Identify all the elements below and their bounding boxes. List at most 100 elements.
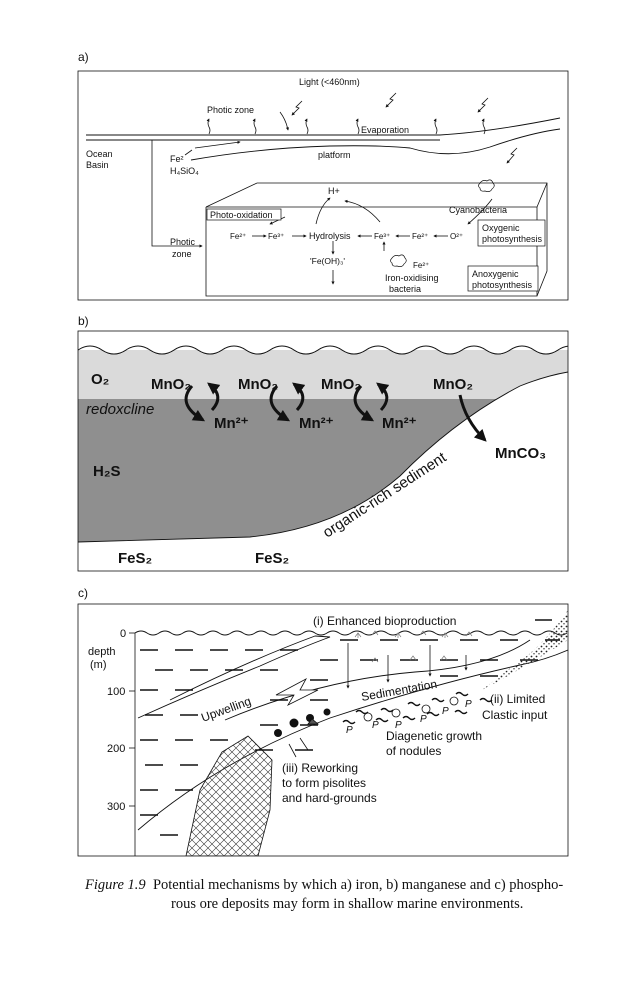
- anoxygenic-box: [467, 265, 539, 292]
- reworking-label-3: and hard-grounds: [282, 791, 377, 805]
- sedimentation-arrows: [346, 643, 468, 689]
- mnco3-label: MnCO₃: [495, 445, 546, 462]
- ocean-label: Ocean: [86, 149, 113, 159]
- p-symbol: P: [372, 720, 379, 731]
- oxygenic-label-1: Oxygenic: [482, 223, 520, 233]
- mno2-label-2: MnO₂: [238, 376, 278, 393]
- redoxcline-label: redoxcline: [86, 401, 154, 418]
- iron-bacteria-label-1: Iron-oxidising: [385, 273, 439, 283]
- photic-callout-line: [151, 140, 203, 248]
- fe2-left-label: Fe²⁺: [230, 232, 246, 241]
- reworking-lines: [288, 718, 320, 758]
- light-label: Light (<460nm): [299, 77, 360, 87]
- panel-c-label: c): [78, 586, 88, 600]
- upwelling-curve: [137, 635, 331, 719]
- hydrolysis-label: Hydrolysis: [309, 231, 351, 241]
- fes2-label-1: FeS₂: [118, 550, 152, 567]
- evaporation-label: Evaporation: [361, 125, 409, 135]
- clastic-wedge: [482, 610, 568, 690]
- cyanobacteria-blob-icon: [478, 179, 495, 193]
- figure-caption: Figure 1.9 Potential mechanisms by which…: [85, 876, 585, 914]
- o2-label: O₂: [91, 371, 109, 388]
- p-symbol: P: [346, 725, 353, 736]
- mn2-label-2: Mn²⁺: [299, 415, 334, 432]
- panel-c: c): [77, 586, 569, 857]
- h4sio4-label: H₄SiO₄: [170, 166, 199, 176]
- sedimentation-label: Sedimentation: [360, 677, 438, 704]
- photic-zone-label-2: zone: [172, 249, 192, 259]
- mno2-label-3: MnO₂: [321, 376, 361, 393]
- reworking-label-1: (iii) Reworking: [282, 761, 358, 775]
- fe2-label: Fe²: [170, 154, 184, 164]
- cyanobacteria-label: Cyanobacteria: [449, 205, 507, 215]
- diagenetic-label-2: of nodules: [386, 744, 441, 758]
- p-symbol: P: [442, 706, 449, 717]
- inflow-arrow: [194, 140, 241, 149]
- panel-c-frame: [77, 603, 569, 857]
- depth-tick: 100: [107, 686, 125, 698]
- sea-surface-c: [134, 630, 568, 636]
- bioproduction-label: (i) Enhanced bioproduction: [313, 614, 456, 628]
- p-symbol: P: [420, 714, 427, 725]
- mno2-label-4: MnO₂: [433, 376, 473, 393]
- panel-b-label: b): [78, 314, 89, 328]
- limited-label-1: (ii) Limited: [490, 692, 545, 706]
- o2-label: O²⁺: [450, 232, 463, 241]
- panel-a: a) Light (<460nm) Photic zone Evaporatio…: [77, 50, 569, 301]
- mno2-label-1: MnO₂: [151, 376, 191, 393]
- panel-a-frame: [77, 70, 569, 301]
- photo-oxidation-label: Photo-oxidation: [210, 210, 273, 220]
- light-bolts: [291, 92, 518, 164]
- fe3-right-label: Fe³⁺: [374, 232, 390, 241]
- depth-axis: 0 100 200 300 depth (m): [88, 628, 136, 856]
- fe2-right-label: Fe²⁺: [412, 232, 428, 241]
- caption-text: Potential mechanisms by which a) iron, b…: [152, 877, 564, 893]
- figure-number: Figure 1.9: [85, 877, 146, 893]
- seafloor: [78, 372, 568, 571]
- h2s-label: H₂S: [93, 463, 121, 480]
- phosphorus-tildes: [342, 691, 493, 725]
- manganese-cycles: [184, 382, 487, 442]
- hard-ground-block: [185, 735, 273, 856]
- limited-label-2: Clastic input: [482, 708, 548, 722]
- photic-zone-box: [205, 182, 548, 297]
- depth-tick: 0: [120, 628, 126, 640]
- plankton-marks: [354, 630, 473, 663]
- sea-surface: [86, 117, 561, 161]
- depth-unit-label: (m): [90, 659, 107, 671]
- mn2-label-3: Mn²⁺: [382, 415, 417, 432]
- fes2-label-2: FeS₂: [255, 550, 289, 567]
- diagenetic-label-1: Diagenetic growth: [386, 729, 482, 743]
- oxygenic-label-2: photosynthesis: [482, 234, 543, 244]
- mn2-label-1: Mn²⁺: [214, 415, 249, 432]
- p-symbol: P: [395, 720, 402, 731]
- platform-label: platform: [318, 150, 351, 160]
- fe3-left-label: Fe³⁺: [268, 232, 284, 241]
- upwelling-label: Upwelling: [199, 694, 253, 725]
- panel-b-frame: [77, 330, 569, 572]
- fe-oh3-label: 'Fe(OH)₃': [310, 256, 345, 266]
- basin-label: Basin: [86, 160, 109, 170]
- panel-b: b) O₂ redoxcline MnO₂ MnO₂ MnO₂ MnO₂ M: [77, 314, 569, 572]
- anoxygenic-label-2: photosynthesis: [472, 280, 533, 290]
- p-symbol: P: [465, 699, 472, 710]
- oxygenic-box: [477, 219, 546, 247]
- evaporation-arrows: [206, 111, 486, 135]
- fe2-bottom-label: Fe²⁺: [413, 261, 429, 270]
- upwelling-arrow: [275, 678, 319, 706]
- depth-tick: 300: [107, 801, 125, 813]
- h-plus-label: H+: [328, 186, 340, 196]
- reworking-label-2: to form pisolites: [282, 776, 366, 790]
- photo-oxidation-box: [206, 208, 282, 221]
- panel-a-label: a): [78, 50, 89, 64]
- anoxygenic-label-1: Anoxygenic: [472, 269, 519, 279]
- photic-zone-top-label: Photic zone: [207, 105, 254, 115]
- photic-zone-label-1: Photic: [170, 237, 196, 247]
- iron-bacteria-label-2: bacteria: [389, 284, 421, 294]
- depth-label: depth: [88, 646, 116, 658]
- iron-bacteria-blob-icon: [390, 254, 407, 268]
- caption-text-line2: rous ore deposits may form in shallow ma…: [171, 896, 524, 912]
- depth-tick: 200: [107, 743, 125, 755]
- nodules: [274, 708, 331, 737]
